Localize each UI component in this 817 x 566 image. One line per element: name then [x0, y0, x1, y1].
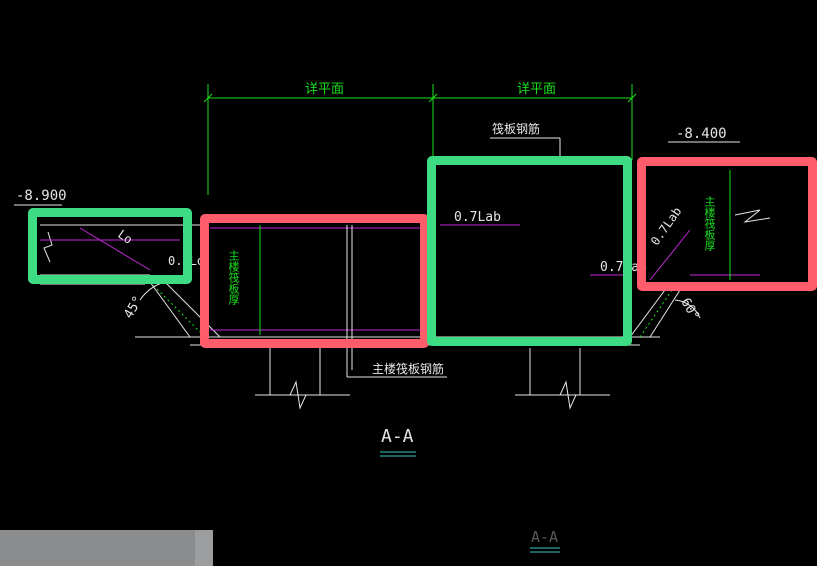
section-underlines: [380, 451, 560, 553]
dimension-right-label: 详平面: [517, 82, 557, 97]
main-raft-rebar-label: 主楼筏板钢筋: [372, 362, 445, 376]
raft-rebar-label: 筏板钢筋: [492, 122, 541, 136]
highlight-box-center-red: [200, 214, 429, 348]
section-title: A-A: [381, 426, 414, 447]
elevation-left: -8.900: [16, 188, 67, 204]
gray-overlay-panel: [0, 530, 213, 566]
lab-middle: 0.7Lab: [454, 210, 501, 225]
thickness-markers: [259, 170, 731, 335]
dimension-left-label: 详平面: [305, 82, 345, 97]
dimension-line: [203, 84, 637, 195]
highlight-box-right-red: [637, 157, 817, 291]
highlight-box-left-green: [28, 208, 192, 284]
vertical-label-left: 主楼筏板厚: [227, 250, 240, 305]
gray-panel-strip: [195, 530, 213, 566]
highlight-box-center-green: [427, 156, 632, 346]
elevation-right: -8.400: [676, 126, 727, 142]
vertical-label-right: 主楼筏板厚: [703, 196, 716, 251]
section-title-faded: A-A: [531, 528, 559, 546]
rebars: [40, 224, 760, 331]
